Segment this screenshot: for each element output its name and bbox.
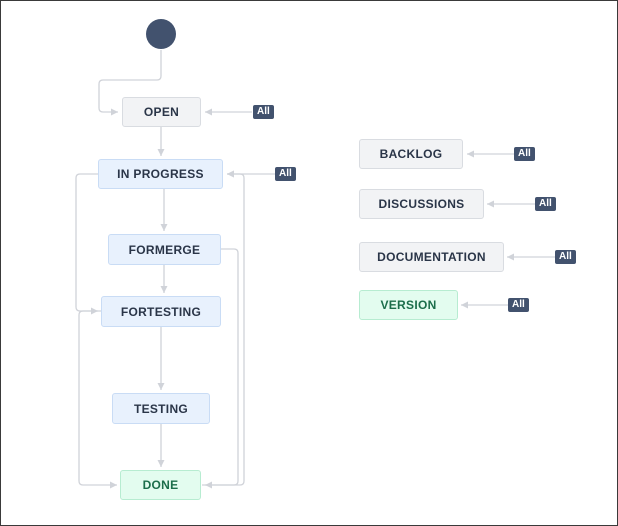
status-backlog[interactable]: BACKLOG bbox=[359, 139, 463, 169]
status-testing[interactable]: TESTING bbox=[112, 393, 210, 424]
status-in-progress[interactable]: IN PROGRESS bbox=[98, 159, 223, 189]
status-discussions[interactable]: DISCUSSIONS bbox=[359, 189, 484, 219]
all-transition-badge-version[interactable]: All bbox=[508, 298, 529, 312]
transition-fortesting-done bbox=[78, 310, 117, 489]
status-done[interactable]: DONE bbox=[120, 470, 201, 500]
status-open[interactable]: OPEN bbox=[122, 97, 201, 127]
transition-in-progress-fortesting bbox=[75, 173, 98, 315]
all-transition-badge-documentation[interactable]: All bbox=[555, 250, 576, 264]
all-transition-badge-discussions[interactable]: All bbox=[535, 197, 556, 211]
all-transition-badge-backlog[interactable]: All bbox=[514, 147, 535, 161]
status-version[interactable]: VERSION bbox=[359, 290, 458, 320]
transition-done-in-progress bbox=[202, 170, 245, 486]
all-transition-badge-in-progress[interactable]: All bbox=[275, 167, 296, 181]
status-fortesting[interactable]: FORTESTING bbox=[101, 296, 221, 327]
transition-start-open bbox=[98, 50, 162, 116]
start-node bbox=[146, 19, 176, 49]
transition-formerge-done bbox=[205, 248, 239, 489]
status-documentation[interactable]: DOCUMENTATION bbox=[359, 242, 504, 272]
all-transition-badge-open[interactable]: All bbox=[253, 105, 274, 119]
status-formerge[interactable]: FORMERGE bbox=[108, 234, 221, 265]
